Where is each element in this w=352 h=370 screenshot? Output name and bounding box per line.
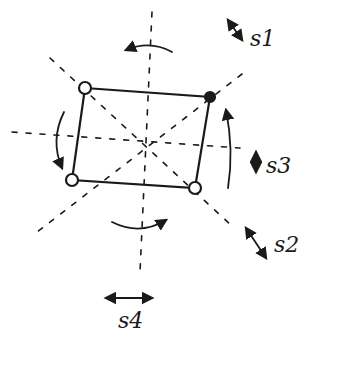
symmetry-label: s3 xyxy=(266,155,291,177)
square xyxy=(72,88,210,188)
symmetry-label: s1 xyxy=(250,28,275,50)
reflection-arrow xyxy=(106,20,266,298)
symmetry-label: s4 xyxy=(118,310,143,332)
rotation-arrow xyxy=(56,45,230,228)
symmetry-label: s2 xyxy=(274,234,299,256)
symmetry-axis xyxy=(12,12,242,272)
vertex xyxy=(66,82,215,194)
